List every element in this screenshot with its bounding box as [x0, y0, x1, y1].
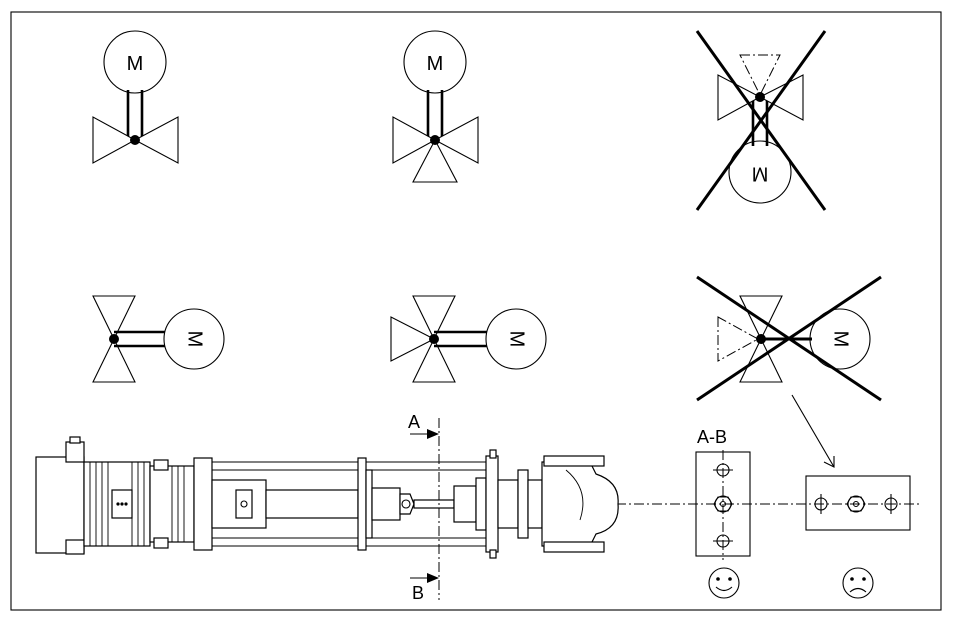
section-line: A B [408, 412, 440, 603]
motor-label: M [127, 53, 144, 75]
cross-out-icon [696, 275, 882, 402]
motor-label: M [184, 331, 206, 348]
motor-circle [728, 140, 792, 204]
motor-label: M [830, 331, 852, 348]
motor-circle [103, 30, 167, 94]
valve-outlet-flange [543, 541, 605, 553]
mounting-flange [193, 457, 213, 551]
valve-pivot [130, 135, 140, 145]
valve-horizontal-incorrect: M [696, 275, 882, 402]
motor-circle [485, 308, 547, 370]
actuator-housing [35, 456, 85, 554]
pointer-arrow [791, 394, 835, 468]
valve-spindle [413, 499, 455, 509]
valve-3way-motor-horizontal: M [390, 295, 547, 383]
actuator-valve-assembly [35, 436, 920, 559]
valve-2way-motor-up: M [92, 30, 179, 164]
valve-bonnet [453, 485, 477, 523]
smiley-face-icon [708, 567, 740, 599]
motor-label: M [427, 53, 444, 75]
section-label-a: A [408, 412, 420, 432]
cable-gland [65, 441, 85, 463]
section-view-label: A-B [697, 427, 727, 447]
yoke-bars [212, 461, 486, 547]
valve-flange [485, 455, 499, 553]
motor-circle [163, 308, 225, 370]
frame-border [10, 11, 942, 611]
valve-inlet-flange [543, 455, 605, 467]
spindle-adaptor [371, 487, 401, 521]
spacer-plate [357, 457, 367, 551]
valve-body-left [92, 116, 137, 164]
valve-2way-motor-horizontal: M [92, 295, 225, 383]
valve-body [541, 461, 619, 547]
frowning-face-icon [842, 567, 874, 599]
cross-out-icon [695, 30, 827, 211]
mounting-plate-correct: A-B [695, 427, 751, 560]
valve-body-bottom [412, 138, 458, 183]
motor-label: M [506, 331, 528, 348]
motor-circle [403, 30, 467, 94]
section-label-b: B [412, 583, 424, 603]
motor-label: M [752, 163, 769, 185]
valve-body-right [133, 116, 179, 164]
spindle-sleeve [265, 489, 359, 519]
valve-motor-down-incorrect: M [695, 30, 827, 211]
mounting-plate-incorrect [805, 475, 911, 531]
valve-body-dashed [739, 54, 781, 97]
valve-3way-motor-up: M [392, 30, 479, 183]
